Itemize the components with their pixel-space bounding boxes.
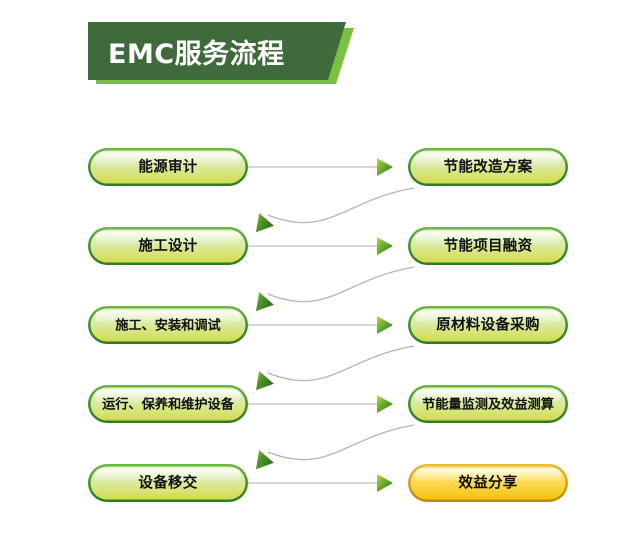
flow-node-left-1[interactable]: 能源审计 [88,148,248,186]
flow-node-right-3[interactable]: 原材料设备采购 [408,306,568,344]
arrow-right-icon [377,237,393,255]
pill-label: 设备移交 [138,474,197,492]
page-title: EMC服务流程 [108,38,285,70]
arrow-upleft-icon [255,213,274,233]
flow-node-left-2[interactable]: 施工设计 [88,227,248,265]
pill-label: 原材料设备采购 [436,316,540,334]
arrow-upleft-icon [255,292,274,312]
flow-node-right-2[interactable]: 节能项目融资 [408,227,568,265]
arrow-right-icon [377,316,393,334]
flow-node-right-1[interactable]: 节能改造方案 [408,148,568,186]
flow-node-left-5[interactable]: 设备移交 [88,464,248,502]
flow-node-right-4[interactable]: 节能量监测及效益测算 [408,385,568,423]
pill-label: 节能量监测及效益测算 [422,396,554,413]
banner-main-shape [88,22,346,80]
pill-label: 节能改造方案 [444,158,533,176]
arrow-upleft-icon [255,450,274,470]
pill-gloss [415,231,561,245]
return-arc [267,424,415,461]
return-arc [267,266,415,303]
flow-node-left-3[interactable]: 施工、安装和调试 [88,306,248,344]
arrow-right-icon [377,158,393,176]
pill-gloss [415,389,561,403]
pill-gloss [415,468,561,482]
arrow-right-icon [377,474,393,492]
pill-label: 施工设计 [138,237,197,255]
return-arc [267,345,415,382]
arrow-upleft-icon [255,371,274,391]
pill-label: 运行、保养和维护设备 [102,396,235,413]
pill-label: 效益分享 [458,474,517,492]
pill-gloss [95,310,241,324]
pill-label: 节能项目融资 [444,237,533,255]
flow-node-right-5[interactable]: 效益分享 [408,464,568,502]
header-banner: EMC服务流程 [88,22,360,84]
pill-gloss [95,152,241,166]
pill-label: 能源审计 [138,158,197,176]
pill-gloss [415,152,561,166]
pill-gloss [95,468,241,482]
pill-label: 施工、安装和调试 [115,317,221,334]
return-arc [267,187,415,224]
pill-gloss [95,389,241,403]
pill-gloss [415,310,561,324]
pill-gloss [95,231,241,245]
arrow-right-icon [377,395,393,413]
flow-node-left-4[interactable]: 运行、保养和维护设备 [88,385,248,423]
